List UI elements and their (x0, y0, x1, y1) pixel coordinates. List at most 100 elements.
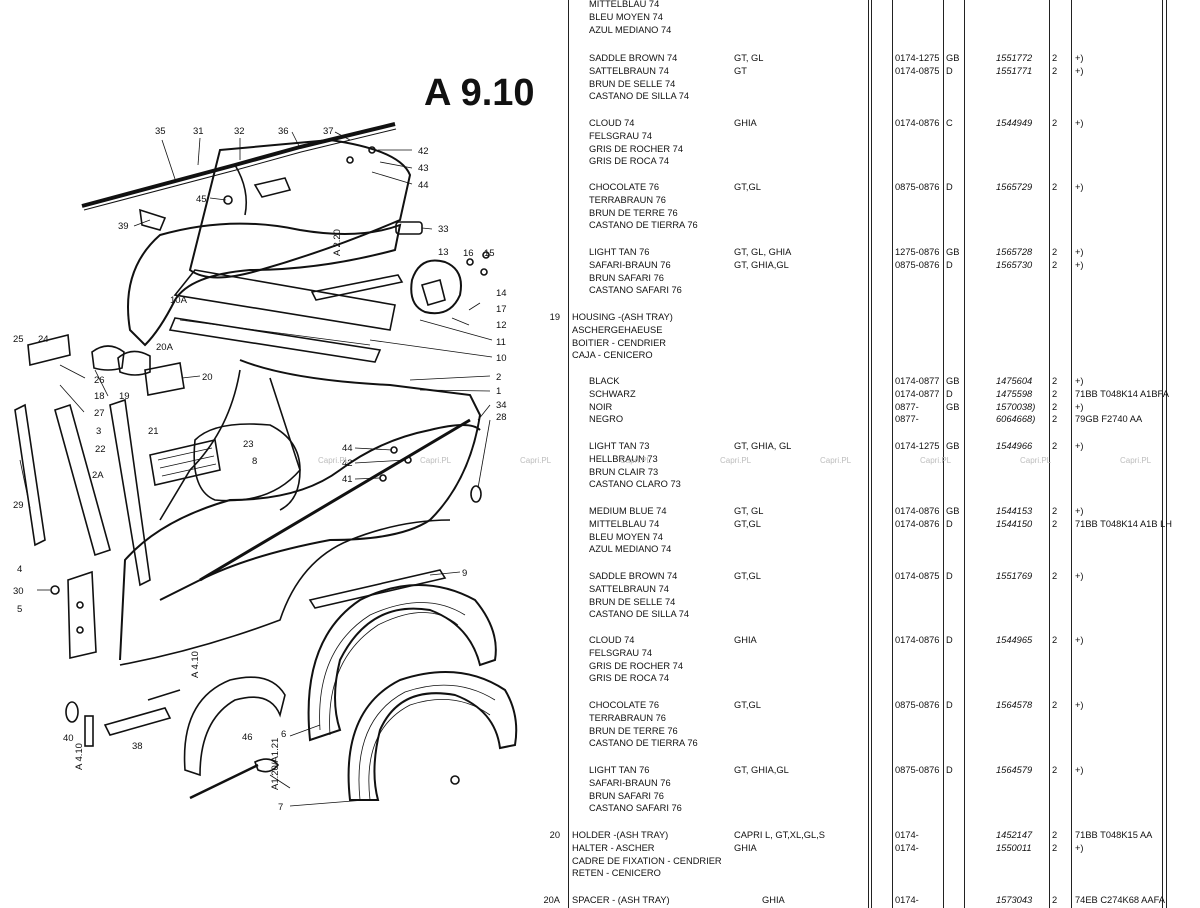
part-number: 1544966 (996, 441, 1033, 451)
quantity: 2 (1052, 830, 1058, 840)
production-dates: 0174-0876 (895, 518, 940, 529)
part-number: 1565728 (996, 247, 1033, 257)
remark: +) (1075, 53, 1084, 63)
callout-label: 25 (13, 334, 24, 345)
part-description-line: CASTANO DE SILLA 74 (589, 609, 690, 620)
column-divider (871, 0, 872, 908)
callout-label: 42 (418, 146, 429, 157)
market-code: D (946, 571, 953, 581)
callout-label: 2 (496, 372, 501, 383)
part-description-line: FELSGRAU 74 (589, 647, 653, 658)
callout-label: 11 (496, 337, 506, 348)
quantity: 2 (1052, 388, 1058, 399)
part-description-line: CAJA - CENICERO (572, 350, 653, 361)
watermark-text: Capri.PL (420, 456, 452, 465)
part-number: 1551769 (996, 571, 1033, 581)
part-description-line: NEGRO (589, 414, 624, 425)
part-description-line: CADRE DE FIXATION - CENDRIER (572, 855, 722, 866)
part-description-line: TERRABRAUN 76 (589, 712, 666, 723)
model-applicability: GT, GL (734, 53, 764, 63)
model-applicability: GT, GL (734, 506, 764, 516)
part-description-line: BRUN DE SELLE 74 (589, 596, 676, 607)
market-code: D (946, 700, 953, 710)
model-applicability: GHIA (734, 842, 757, 853)
watermark: Capri.PL (720, 453, 751, 466)
remark: +) (1075, 247, 1084, 257)
callout-label: 9 (462, 568, 467, 579)
part-number: 1550011 (996, 842, 1032, 853)
remark: +) (1075, 376, 1084, 386)
part-description-line: CLOUD 74 (589, 635, 635, 645)
part-description-line: LIGHT TAN 76 (589, 247, 650, 257)
leader-lines (19, 131, 493, 807)
part-description-line: BOITIER - CENDRIER (572, 337, 667, 348)
callout-label: 44 (418, 180, 429, 191)
remark: +) (1075, 700, 1084, 710)
market-code: GB (946, 376, 960, 386)
callout-label: 15 (484, 248, 495, 259)
production-dates: 0174-0876 (895, 118, 940, 128)
callout-label: 30 (13, 586, 24, 597)
callout-label: 3 (96, 426, 101, 437)
column-divider (868, 0, 869, 908)
model-applicability: GT,GL (734, 571, 761, 581)
quantity: 2 (1052, 635, 1058, 645)
market-code: D (946, 182, 953, 192)
part-description-line: GRIS DE ROCA 74 (589, 673, 670, 684)
market-code: GB (946, 441, 960, 451)
production-dates: 0174-1275 (895, 441, 940, 451)
production-dates: 0877- (895, 414, 919, 425)
part-description-line: CASTANO CLARO 73 (589, 479, 681, 490)
callout-label: 38 (132, 741, 143, 752)
watermark: Capri.PL (318, 453, 349, 466)
part-description-line: BLACK (589, 376, 620, 386)
watermark-text: Capri.PL (1120, 456, 1152, 465)
market-code: D (946, 388, 953, 399)
remark: +) (1075, 118, 1084, 128)
remark: +) (1075, 506, 1084, 516)
callout-label: 5 (17, 604, 22, 615)
watermark: Capri.PL (1020, 453, 1051, 466)
part-description-line: SAFARI-BRAUN 76 (589, 259, 671, 270)
callout-label: 4 (17, 564, 22, 575)
part-description-line: BRUN SAFARI 76 (589, 272, 664, 283)
watermark: Capri.PL (920, 453, 951, 466)
model-applicability: GT, GHIA,GL (734, 259, 789, 270)
production-dates: 0174-0875 (895, 65, 940, 76)
column-divider (1162, 0, 1163, 908)
callout-label: 16 (463, 248, 474, 259)
part-description-line: CASTANO DE SILLA 74 (589, 91, 690, 102)
remark: 71BB T048K14 A1BFA (1075, 388, 1169, 399)
market-code: GB (946, 53, 960, 63)
production-dates: 0875-0876 (895, 259, 940, 270)
model-applicability: GHIA (734, 635, 757, 645)
callout-label: 14 (496, 288, 507, 299)
production-dates: 0174-1275 (895, 53, 940, 63)
item-number: 20A (543, 895, 560, 905)
part-description-line: CHOCOLATE 76 (589, 182, 660, 192)
column-divider (1071, 0, 1072, 908)
callout-label: 36 (278, 126, 289, 137)
market-code: D (946, 765, 953, 775)
remark: 71BB T048K14 A1B LH (1075, 518, 1172, 529)
part-description-line: SAFARI-BRAUN 76 (589, 777, 671, 788)
callout-label: 44 (342, 443, 353, 454)
item-number: 20 (549, 830, 560, 840)
part-description-line: BRUN SAFARI 76 (589, 790, 664, 801)
callout-label: 27 (94, 408, 105, 419)
callout-label: 17 (496, 304, 507, 315)
part-number: 1565730 (996, 259, 1033, 270)
callout-label: 13 (438, 247, 449, 258)
callout-label: 34 (496, 400, 507, 411)
exploded-parts-diagram: A 9.10 (13, 72, 535, 813)
quantity: 2 (1052, 182, 1058, 192)
remark: +) (1075, 635, 1084, 645)
quantity: 2 (1052, 842, 1058, 853)
column-divider (1049, 0, 1050, 908)
part-number: 1570038) (996, 401, 1036, 412)
market-code: GB (946, 401, 960, 412)
quantity: 2 (1052, 571, 1058, 581)
market-code: D (946, 259, 953, 270)
part-description-line: FELSGRAU 74 (589, 130, 653, 141)
part-number: 1551772 (996, 53, 1033, 63)
